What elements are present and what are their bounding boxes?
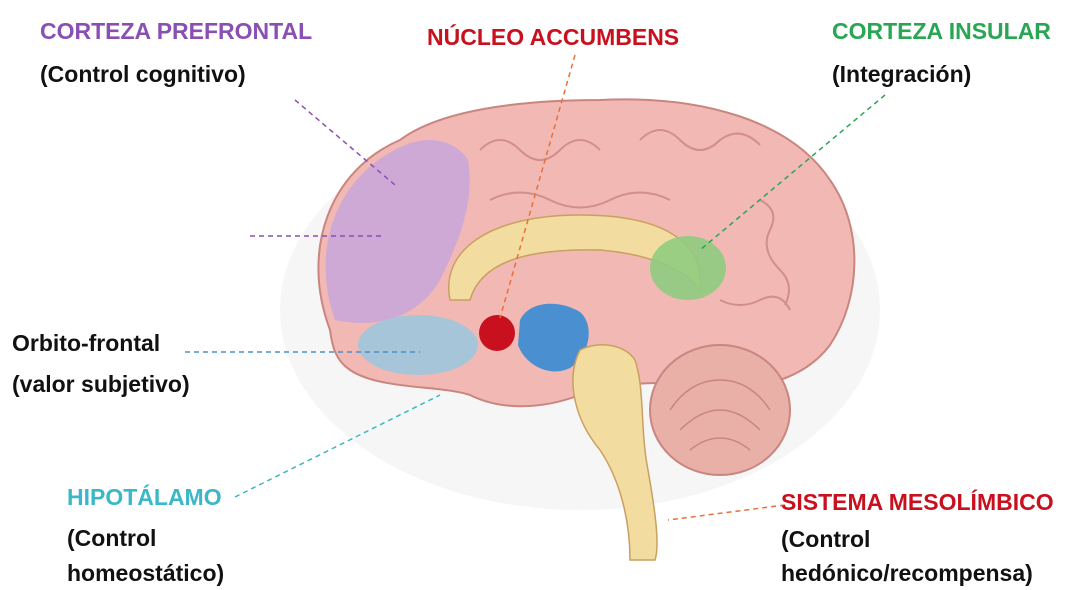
- orbitofrontal-region: [358, 315, 478, 375]
- orbitofrontal-line1: Orbito-frontal: [12, 329, 160, 358]
- mesolimbico-line2: hedónico/recompensa): [781, 559, 1033, 588]
- mesolimbico-line1: (Control: [781, 525, 870, 554]
- mesolimbico-title: SISTEMA MESOLÍMBICO: [781, 488, 1054, 517]
- insular-region: [650, 236, 726, 300]
- nucleus-accumbens-dot: [479, 315, 515, 351]
- prefrontal-subtitle: (Control cognitivo): [40, 60, 246, 89]
- insular-title: CORTEZA INSULAR: [832, 17, 1051, 46]
- hipotalamo-title: HIPOTÁLAMO: [67, 483, 222, 512]
- leader-mesolimbico: [668, 505, 785, 520]
- leader-prefrontal: [295, 100, 395, 185]
- prefrontal-title: CORTEZA PREFRONTAL: [40, 17, 312, 46]
- orbitofrontal-line2: (valor subjetivo): [12, 370, 190, 399]
- accumbens-title: NÚCLEO ACCUMBENS: [427, 23, 679, 52]
- hipotalamo-line1: (Control: [67, 524, 156, 553]
- hipotalamo-line2: homeostático): [67, 559, 224, 588]
- insular-subtitle: (Integración): [832, 60, 971, 89]
